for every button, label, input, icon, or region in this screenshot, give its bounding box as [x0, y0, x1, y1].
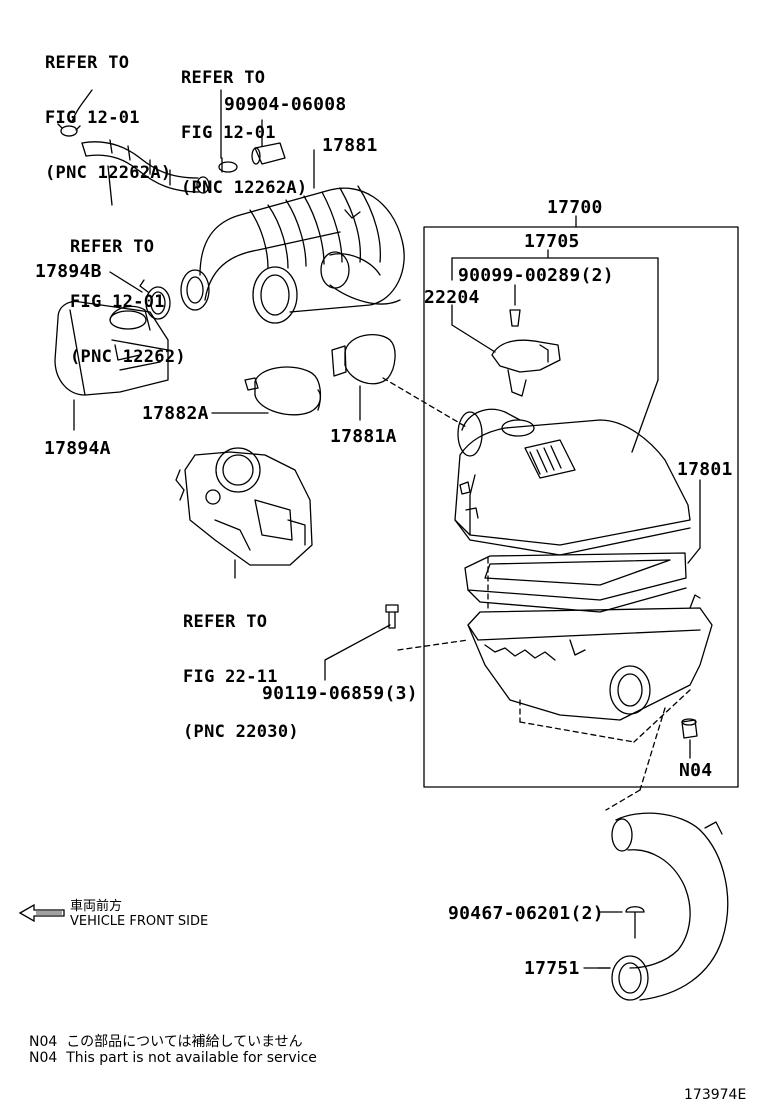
refer-note-throttle: REFER TO FIG 22-11 (PNC 22030): [183, 577, 299, 778]
vehicle-front-jp: 車両前方: [70, 899, 123, 914]
refer-line-3: (PNC 12262A): [45, 163, 172, 183]
part-label-90904[interactable]: 90904-06008: [224, 94, 347, 115]
resonator-17894A-part: [54, 300, 169, 396]
clamp-17882A-part: [211, 366, 322, 416]
part-label-N04[interactable]: N04: [679, 760, 713, 781]
breather-hose-part: [57, 89, 210, 194]
clip-90467-part: [599, 906, 645, 939]
air-cleaner-cap-17705-part: [454, 408, 691, 556]
clamp-17894B-part: [139, 279, 171, 320]
part-label-17882A[interactable]: 17882A: [142, 403, 209, 424]
part-label-17894A[interactable]: 17894A: [44, 438, 111, 459]
refer-note-top-mid: REFER TO FIG 12-01 (PNC 12262A): [181, 33, 307, 234]
refer-line-3: (PNC 12262): [70, 347, 186, 367]
refer-line-2: FIG 22-11: [183, 667, 278, 687]
part-label-17801[interactable]: 17801: [677, 459, 733, 480]
air-filter-element-17801-part: [464, 479, 701, 613]
part-label-90119[interactable]: 90119-06859(3): [262, 683, 418, 704]
refer-line-3: (PNC 22030): [183, 722, 299, 742]
air-cleaner-case-part: [467, 594, 713, 721]
part-label-90099[interactable]: 90099-00289(2): [458, 265, 614, 286]
refer-note-top-left: REFER TO FIG 12-01 (PNC 12262A): [45, 18, 171, 219]
refer-line-1: REFER TO: [70, 237, 155, 257]
part-label-17881A[interactable]: 17881A: [330, 426, 397, 447]
intake-duct-17881-part: [180, 149, 405, 324]
grommet-N04-part: [681, 718, 698, 759]
part-label-22204[interactable]: 22204: [424, 287, 480, 308]
figure-id: 173974E: [684, 1087, 747, 1103]
clip-90904-part: [218, 89, 286, 173]
mass-airflow-sensor-22204-part: [491, 309, 561, 397]
air-cleaner-assy-frame: [423, 226, 739, 788]
dashed-assembly-lines: [382, 377, 691, 811]
refer-line-2: FIG 12-01: [45, 108, 140, 128]
refer-line-1: REFER TO: [181, 68, 266, 88]
refer-line-1: REFER TO: [45, 53, 130, 73]
part-label-17894B[interactable]: 17894B: [35, 261, 102, 282]
refer-line-2: FIG 12-01: [181, 123, 276, 143]
refer-note-hose: REFER TO FIG 12-01 (PNC 12262): [70, 202, 186, 403]
clamp-17881A-part: [331, 334, 396, 421]
part-label-90467[interactable]: 90467-06201(2): [448, 903, 604, 924]
part-label-17881[interactable]: 17881: [322, 135, 378, 156]
inlet-hose-17751-part: [597, 812, 729, 1001]
arrow-left-icon: [18, 903, 65, 923]
part-label-17700[interactable]: 17700: [547, 197, 603, 218]
refer-line-2: FIG 12-01: [70, 292, 165, 312]
part-label-17705[interactable]: 17705: [524, 231, 580, 252]
vehicle-front-en: VEHICLE FRONT SIDE: [70, 914, 209, 929]
bolt-90119-part: [324, 604, 399, 681]
refer-line-1: REFER TO: [183, 612, 268, 632]
refer-line-3: (PNC 12262A): [181, 178, 308, 198]
note-en: N04 This part is not available for servi…: [29, 1050, 317, 1066]
note-jp: N04 この部品については補給していません: [29, 1034, 303, 1050]
throttle-body-part: [175, 447, 313, 579]
part-label-17751[interactable]: 17751: [524, 958, 580, 979]
